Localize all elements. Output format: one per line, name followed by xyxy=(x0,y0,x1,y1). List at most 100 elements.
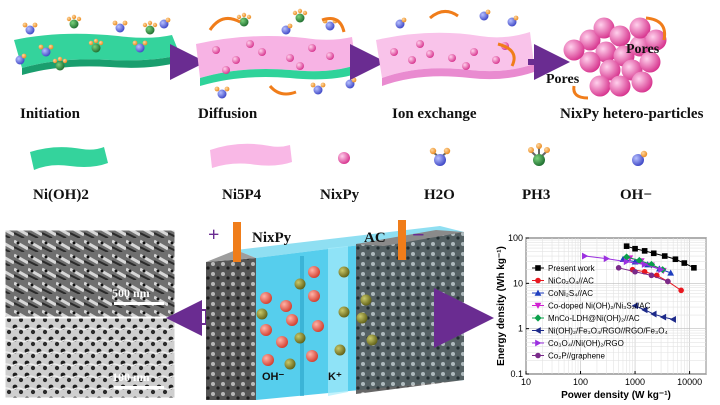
legend-entry: Ni(OH)₂/Fe₃O₄/RGO//RGO/Fe₃O₄ xyxy=(548,327,668,336)
k-ion xyxy=(260,324,272,336)
data-point xyxy=(691,265,697,271)
curved-arrow-icon xyxy=(321,17,346,33)
data-point xyxy=(669,316,676,323)
oh-ion xyxy=(356,312,368,324)
stage-label-hetero-particles: NixPy hetero-particles xyxy=(560,106,704,122)
nixpy-particle xyxy=(609,25,631,47)
x-tick-label: 10 xyxy=(521,377,531,387)
nixpy-particle xyxy=(599,59,621,81)
legend-marker xyxy=(535,339,542,347)
legend-label-nixpy: NixPy xyxy=(320,187,360,203)
legend-label-h2o: H2O xyxy=(424,187,455,203)
legend-marker xyxy=(534,327,541,334)
nixpy-particle xyxy=(629,35,651,57)
data-point xyxy=(647,260,656,269)
nixpy-particle xyxy=(326,52,334,60)
diffusion-sheet xyxy=(196,8,357,99)
ph3-molecule xyxy=(52,56,68,71)
data-point xyxy=(623,258,631,266)
y-tick-label: 10 xyxy=(513,278,523,288)
h2o-molecule xyxy=(214,86,230,99)
y-tick-label: 1 xyxy=(518,324,523,334)
legend-label-ni5p4: Ni5P4 xyxy=(222,187,262,203)
nixpy-particle xyxy=(563,39,585,61)
oh-ion xyxy=(395,17,407,29)
k-ion xyxy=(312,320,324,332)
data-point xyxy=(635,256,643,265)
oh-ion xyxy=(366,334,378,346)
curved-arrow-icon xyxy=(572,85,589,100)
legend-entry: Co-doped Ni(OH)₂/Ni₃S₂//AC xyxy=(548,302,651,311)
data-point xyxy=(650,250,657,257)
data-point xyxy=(641,261,649,268)
legend-entry: NiCo₂O₄//AC xyxy=(548,277,594,286)
oh-ion xyxy=(345,77,357,89)
y-tick-label: 0.1 xyxy=(510,369,523,379)
oh-ion xyxy=(294,332,306,344)
scale-label-top: 500 nm xyxy=(112,286,150,300)
legend-marker xyxy=(535,277,541,284)
nixpy-particle xyxy=(609,75,631,97)
initiation-sheet xyxy=(14,14,180,75)
data-point xyxy=(667,269,675,276)
ph3-molecule xyxy=(142,20,158,35)
k-ion xyxy=(276,336,288,348)
ion-label-k: K⁺ xyxy=(328,371,342,383)
data-point xyxy=(623,243,630,249)
data-point xyxy=(582,252,589,260)
ni5p4-sheet-icon xyxy=(210,143,292,168)
data-point xyxy=(632,268,638,275)
curved-arrow-icon xyxy=(268,84,297,96)
data-point xyxy=(678,287,684,294)
stage-label-diffusion: Diffusion xyxy=(198,106,258,122)
nixpy-particle xyxy=(222,66,230,74)
nixpy-particle xyxy=(232,56,240,64)
nixpy-particle xyxy=(416,40,424,48)
oh-ion xyxy=(294,278,306,290)
oh-ion xyxy=(256,308,268,320)
data-point xyxy=(641,306,648,314)
nixpy-particle-cluster xyxy=(563,17,667,97)
nixpy-particle xyxy=(448,54,456,62)
oh-ion xyxy=(334,344,346,356)
supercapacitor-device xyxy=(206,220,464,400)
oh-ion xyxy=(360,294,372,306)
nixpy-particle xyxy=(579,29,601,51)
nixpy-particle-icon xyxy=(338,152,350,164)
nixpy-particle xyxy=(408,56,416,64)
series-0 xyxy=(623,243,697,271)
oh-ion xyxy=(284,358,296,370)
oh-ion xyxy=(507,15,519,27)
h2o-molecule-icon xyxy=(429,147,451,166)
k-ion xyxy=(306,350,318,362)
data-point xyxy=(658,266,665,274)
ion-label-oh: OH⁻ xyxy=(262,371,285,383)
cathode-terminal xyxy=(398,220,406,260)
plus-sign: + xyxy=(208,224,220,246)
oh-ion xyxy=(338,306,350,318)
legend-entry: MnCo-LDH@Ni(OH)₂//AC xyxy=(548,314,640,323)
oh-ion xyxy=(159,17,171,29)
nixpy-particle xyxy=(296,62,304,70)
data-point xyxy=(648,272,655,279)
scale-bar-bottom xyxy=(114,386,164,389)
oh-ion xyxy=(15,53,27,65)
anode-label: NixPy xyxy=(252,230,292,246)
stage-label-initiation: Initiation xyxy=(20,106,81,122)
series-5 xyxy=(631,302,676,323)
legend-marker xyxy=(535,352,541,359)
scale-label-bottom: 100 nm xyxy=(112,370,150,384)
ph3-molecule xyxy=(292,8,308,23)
data-point xyxy=(603,255,610,263)
chart-legend: Present workNiCo₂O₄//ACCoNi₂S₄//ACCo-dop… xyxy=(532,264,668,361)
x-tick-label: 100 xyxy=(573,377,588,387)
data-point xyxy=(631,302,638,310)
k-ion xyxy=(262,354,274,366)
x-axis-label: Power density (W kg⁻¹) xyxy=(561,390,671,401)
k-ion xyxy=(308,290,320,302)
x-tick-label: 1000 xyxy=(625,377,645,387)
curved-arrow-icon xyxy=(497,42,516,67)
